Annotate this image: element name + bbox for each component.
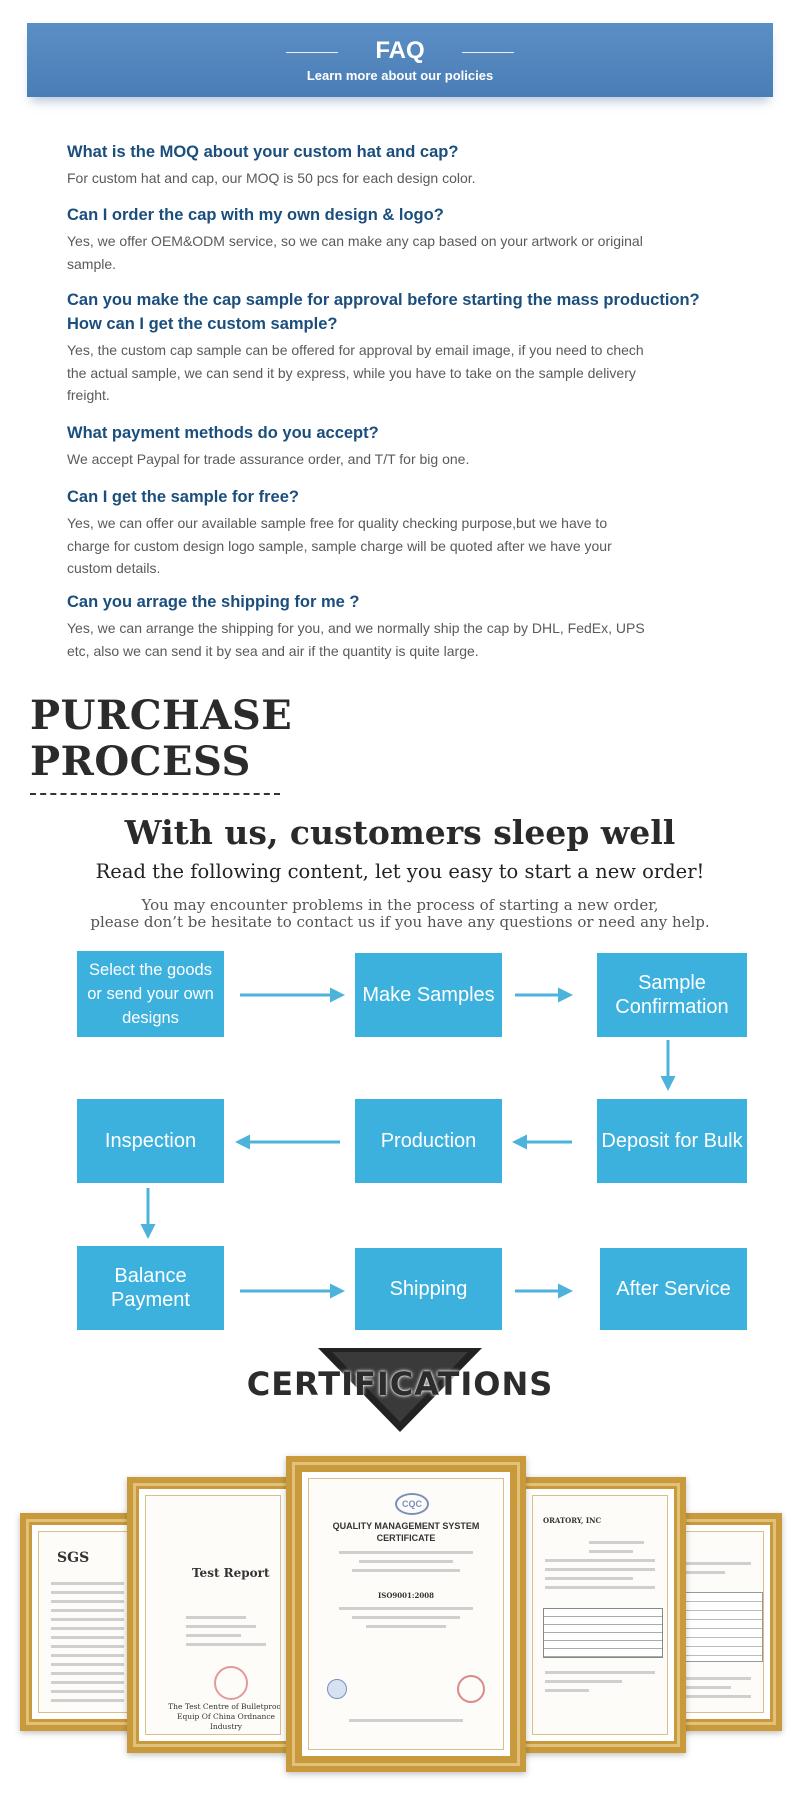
faq-answer: We accept Paypal for trade assurance ord… [67,451,470,467]
step-shipping: Shipping [355,1248,502,1330]
step-inspection: Inspection [77,1099,224,1183]
faq-question: Can you make the cap sample for approval… [67,291,700,309]
sgs-logo: SGS [57,1550,90,1566]
faq-question: Can I get the sample for free? [67,488,299,506]
certificate-laboratory: ORATORY, INC [514,1477,686,1753]
heading-dashed-rule [30,793,280,795]
step-balance-payment: Balance Payment [77,1246,224,1330]
cqc-logo: CQC [395,1493,429,1515]
faq-question-followup: How can I get the custom sample? [67,315,338,333]
faq-question: Can you arrage the shipping for me ? [67,593,360,611]
faq-question: What payment methods do you accept? [67,424,379,442]
process-arrows [140,987,676,1299]
faq-answer: Yes, we offer OEM&ODM service, so we can… [67,233,643,272]
red-stamp-icon [214,1666,248,1700]
step-after-service: After Service [600,1248,747,1330]
results-table-icon [543,1608,663,1658]
certificate-quality-management: CQC QUALITY MANAGEMENT SYSTEM CERTIFICAT… [286,1456,526,1772]
laboratory-heading: ORATORY, INC [543,1516,602,1525]
certifications-title: CERTIFICATIONS [246,1365,554,1403]
step-deposit-for-bulk: Deposit for Bulk [597,1099,747,1183]
step-production: Production [355,1099,502,1183]
faq-question: Can I order the cap with my own design &… [67,206,444,224]
lead-text: Read the following content, let you easy… [95,860,705,883]
step-sample-confirmation: Sample Confirmation [597,953,747,1037]
step-select-goods: Select the goods or send your own design… [77,951,224,1037]
faq-subtitle: Learn more about our policies [306,68,494,83]
heading-line-2: PROCESS [30,738,251,785]
step-make-samples: Make Samples [355,953,502,1037]
faq-answer: Yes, the custom cap sample can be offere… [67,342,644,403]
qms-subtitle: CERTIFICATE [376,1533,436,1543]
certificate-test-report: Test Report The Test Centre of Bulletpro… [127,1477,299,1753]
data-table-icon [683,1592,763,1662]
red-seal-icon [457,1675,485,1703]
qms-title: QUALITY MANAGEMENT SYSTEM [332,1521,480,1531]
title-rule-right [462,52,514,53]
faq-answer: For custom hat and cap, our MOQ is 50 pc… [67,170,476,186]
iaf-seal-icon [327,1679,347,1699]
certifications-emblem [318,1348,482,1432]
heading-line-1: PURCHASE [30,692,293,739]
help-note: You may encounter problems in the proces… [0,897,800,931]
help-note-line-1: You may encounter problems in the proces… [141,896,659,914]
faq-answer: Yes, we can offer our available sample f… [67,515,612,576]
faq-banner: FAQ Learn more about our policies [27,23,773,97]
title-rule-left [286,52,338,53]
slogan: With us, customers sleep well [124,813,676,852]
faq-title: FAQ [375,37,425,64]
purchase-process-heading: PURCHASE PROCESS [30,693,292,785]
faq-question: What is the MOQ about your custom hat an… [67,143,459,161]
iso-standard: ISO9001:2008 [378,1591,434,1600]
faq-answer: Yes, we can arrange the shipping for you… [67,620,645,659]
test-report-title: Test Report [192,1566,270,1580]
test-report-footer: The Test Centre of Bulletproof Equip Of … [168,1702,281,1731]
help-note-line-2: please don’t be hesitate to contact us i… [90,913,710,931]
